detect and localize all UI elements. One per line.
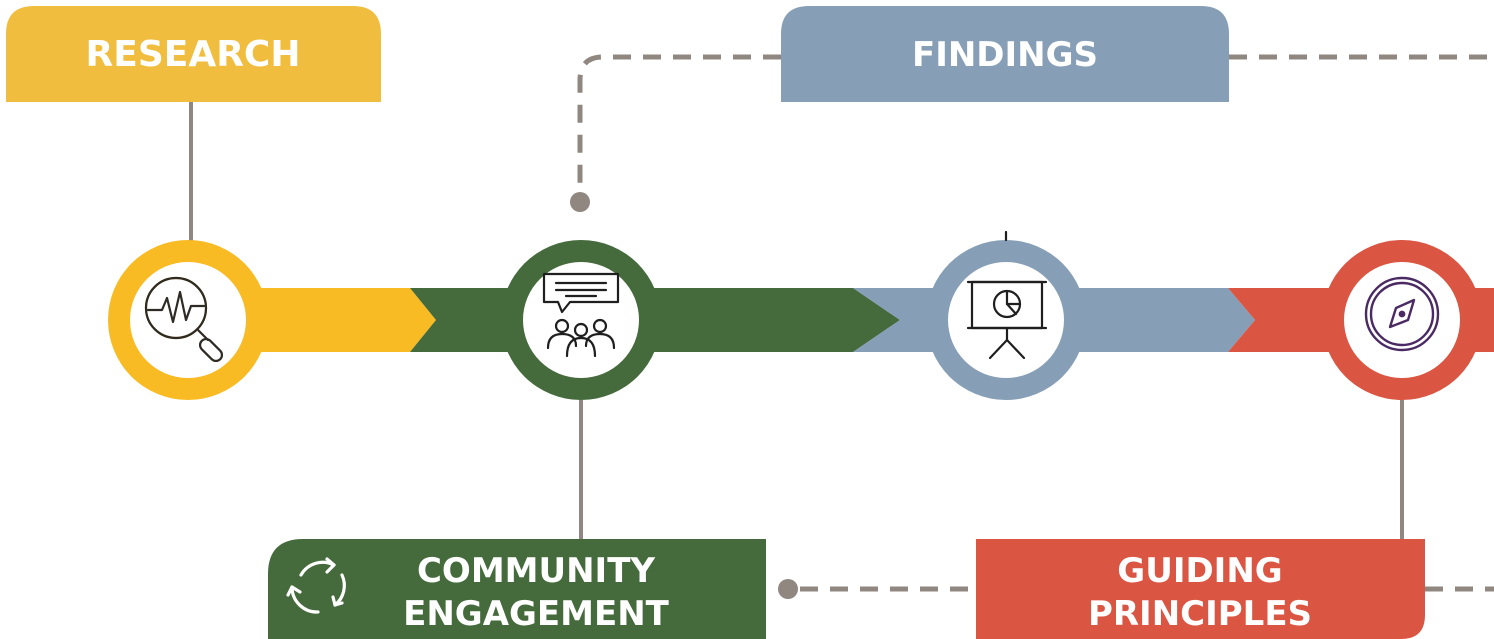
findings-dashed-left-connector (577, 54, 781, 186)
magnifier-pulse-icon (144, 276, 224, 363)
refresh-cycle-icon (286, 557, 346, 614)
research-box (6, 6, 381, 102)
community-label-line1: COMMUNITY (417, 551, 655, 591)
findings-box (781, 6, 1229, 102)
guiding-label-line1: GUIDING (1117, 551, 1282, 591)
compass-icon (1364, 276, 1440, 352)
bottom-connector-dot (778, 579, 798, 599)
findings-connector-dot (570, 192, 590, 212)
guiding-principles-box (976, 539, 1425, 639)
presentation-chart-icon (966, 230, 1048, 360)
findings-node (926, 240, 1086, 400)
community-engagement-box (268, 539, 766, 639)
engagement-node (501, 240, 661, 400)
research-label: RESEARCH (86, 34, 301, 75)
research-node (108, 240, 268, 400)
principles-node (1322, 240, 1482, 400)
guiding-label-line2: PRINCIPLES (1088, 594, 1312, 634)
audience-speech-icon (542, 272, 620, 358)
community-label-line2: ENGAGEMENT (403, 594, 670, 634)
findings-label: FINDINGS (912, 35, 1098, 75)
research-arrow-band (230, 288, 436, 352)
